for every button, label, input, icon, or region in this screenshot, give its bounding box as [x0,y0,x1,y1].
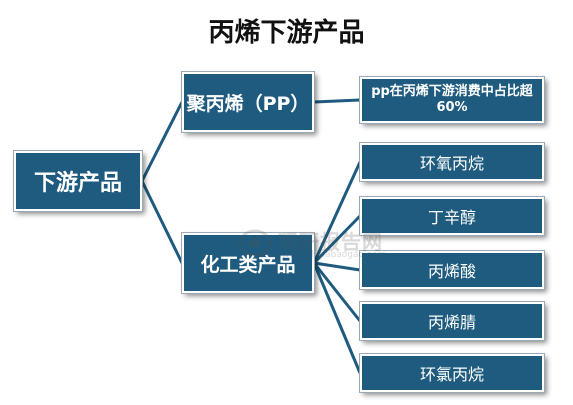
connector-chem-child-1 [312,161,362,264]
node-chemical-products: 化工类产品 [181,232,315,294]
node-propylene-oxide: 环氧丙烷 [359,142,545,182]
connector-root-pp [140,101,184,182]
connector-chem-child-2 [312,214,362,265]
connector-chem-child-4 [312,262,362,322]
node-acrylic-acid: 丙烯酸 [359,250,545,290]
connector-chem-child-5 [312,262,362,374]
connector-chem-child-3 [313,261,361,272]
node-polypropylene: 聚丙烯（PP） [181,71,315,133]
connector-root-chem [140,180,184,264]
node-epichlorohydrin: 环氯丙烷 [359,353,545,393]
node-downstream-products: 下游产品 [13,150,143,212]
node-butanol-octanol: 丁辛醇 [359,196,545,236]
node-pp-share-note: pp在丙烯下游消费中占比超60% [359,76,545,124]
node-acrylonitrile: 丙烯腈 [359,301,545,341]
page-title: 丙烯下游产品 [208,18,365,48]
connector-pp-note [313,98,361,104]
